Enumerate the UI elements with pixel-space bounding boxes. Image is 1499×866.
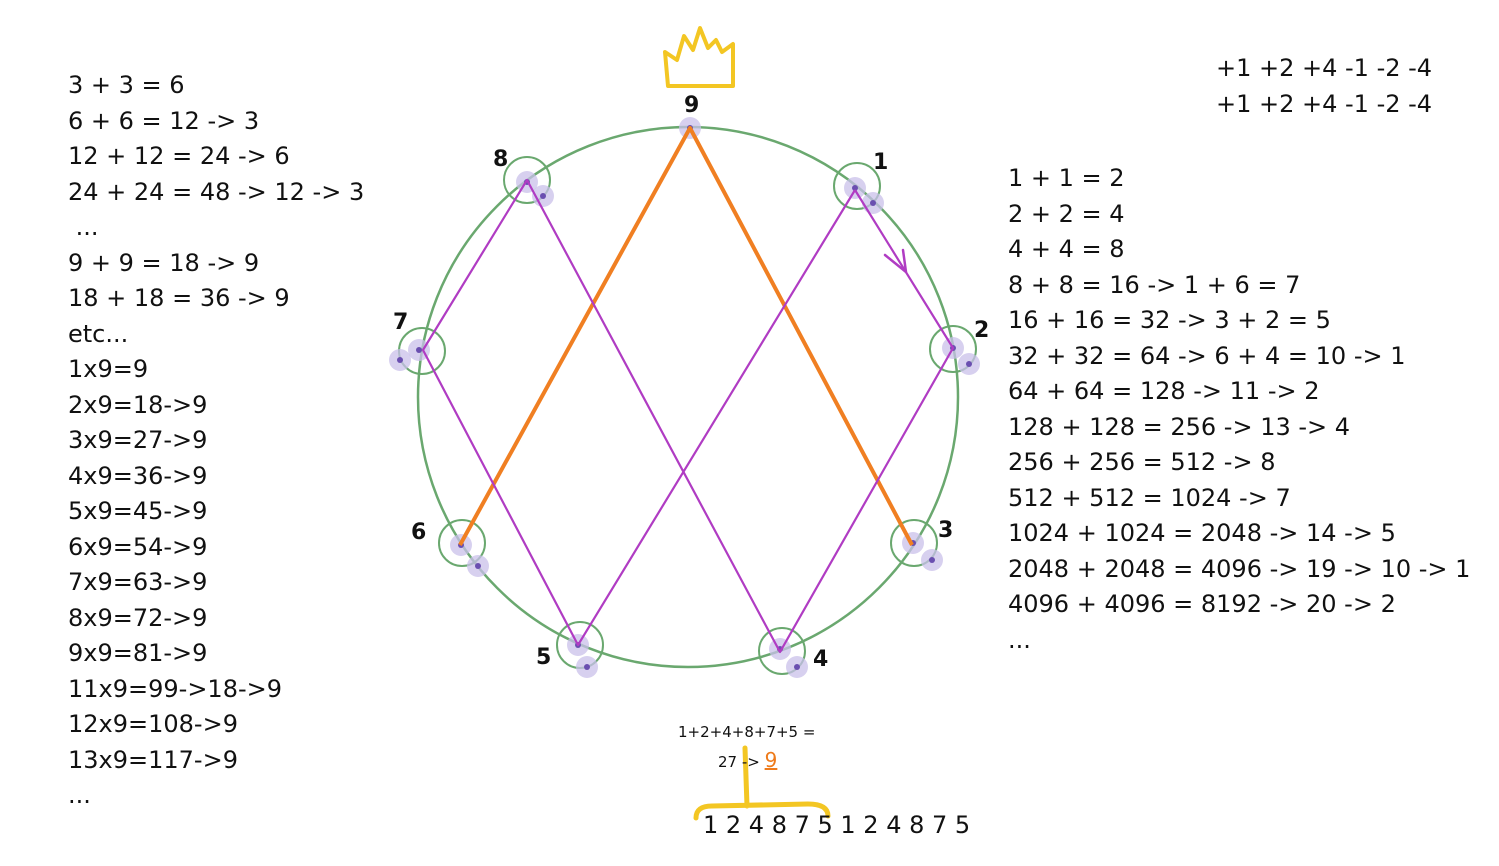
node-ring: [758, 627, 806, 675]
node-label: 3: [938, 518, 953, 543]
node-dot-center: [584, 664, 590, 670]
node-label: 2: [974, 318, 989, 343]
node-dot-center: [794, 664, 800, 670]
left-notes: 3 + 3 = 6 6 + 6 = 12 -> 3 12 + 12 = 24 -> …: [68, 68, 364, 814]
node-ring: [438, 519, 486, 567]
orange-path: [458, 126, 914, 546]
sequence: 1 2 4 8 7 5 1 2 4 8 7 5: [703, 811, 971, 839]
left-note-line: 18 + 18 = 36 -> 9: [68, 284, 290, 312]
arrow-icon: [883, 248, 908, 274]
node-dot-center: [475, 563, 481, 569]
node-dot-center: [416, 347, 422, 353]
right-note-line: 8 + 8 = 16 -> 1 + 6 = 7: [1008, 270, 1301, 299]
sum-line2: 27 -> 9: [718, 748, 777, 772]
left-note-line: 7x9=63->9: [68, 568, 208, 596]
left-note-line: 4x9=36->9: [68, 461, 208, 490]
left-note-line: 6x9=54->9: [68, 532, 208, 561]
right-note-line: 4 + 4 = 8: [1008, 235, 1125, 263]
node-labels: 9 1 2 3 4 5 6 7 8: [393, 93, 989, 672]
left-note-line: 9 + 9 = 18 -> 9: [68, 248, 260, 277]
right-notes: 1 + 1 = 2 2 + 2 = 4 4 + 4 = 8 8 + 8 = 16 ->…: [1008, 161, 1470, 658]
right-note-line: 256 + 256 = 512 -> 8: [1008, 448, 1276, 476]
right-note-line: 512 + 512 = 1024 -> 7: [1008, 483, 1291, 512]
node-ring: [929, 325, 977, 373]
node-dot-center: [397, 357, 403, 363]
left-note-line: 13x9=117->9: [68, 745, 238, 774]
node-dot-center: [852, 185, 858, 191]
node-ring: [503, 156, 551, 204]
left-note-line: ...: [68, 213, 99, 241]
node-label: 6: [411, 520, 426, 545]
right-note-line: 128 + 128 = 256 -> 13 -> 4: [1008, 412, 1351, 441]
node-dots: [389, 117, 980, 678]
right-note-line: 16 + 16 = 32 -> 3 + 2 = 5: [1008, 306, 1331, 334]
right-note-line: 32 + 32 = 64 -> 6 + 4 = 10 -> 1: [1008, 341, 1406, 370]
node-label: 7: [393, 310, 408, 335]
top-right-note-line: +1 +2 +4 -1 -2 -4: [1216, 89, 1433, 118]
left-note-line: 12 + 12 = 24 -> 6: [68, 142, 290, 170]
right-note-line: 64 + 64 = 128 -> 11 -> 2: [1008, 377, 1320, 405]
left-note-line: 12x9=108->9: [68, 710, 238, 738]
left-note-line: 9x9=81->9: [68, 639, 208, 667]
sum-result: 9: [764, 748, 778, 772]
left-note-line: 3x9=27->9: [68, 426, 208, 454]
node-label: 9: [684, 93, 699, 118]
node-rings: [398, 156, 977, 675]
left-note-line: 5x9=45->9: [68, 497, 208, 525]
left-note-line: 1x9=9: [68, 355, 149, 383]
purple-path: [421, 178, 955, 654]
node-dot-center: [870, 200, 876, 206]
crown-icon: [663, 26, 735, 88]
right-note-line: 2048 + 2048 = 4096 -> 19 -> 10 -> 1: [1008, 554, 1471, 583]
node-ring: [833, 162, 881, 210]
left-note-line: etc...: [68, 319, 129, 348]
left-note-line: 3 + 3 = 6: [68, 71, 185, 99]
sum-line1: 1+2+4+8+7+5 =: [678, 723, 816, 741]
node-dot-center: [540, 193, 546, 199]
sum-prefix: 27 ->: [718, 753, 765, 771]
left-note-line: 2x9=18->9: [68, 390, 208, 419]
node-label: 5: [536, 645, 551, 670]
left-note-line: 24 + 24 = 48 -> 12 -> 3: [68, 177, 365, 206]
right-note-line: 2 + 2 = 4: [1008, 199, 1125, 228]
node-label: 8: [493, 147, 508, 172]
sequence-brace: [693, 745, 831, 821]
left-note-line: 6 + 6 = 12 -> 3: [68, 106, 260, 135]
node-label: 1: [873, 150, 888, 175]
node-dot-center: [966, 361, 972, 367]
right-note-line: 1024 + 1024 = 2048 -> 14 -> 5: [1008, 519, 1396, 547]
left-note-line: ...: [68, 781, 91, 809]
right-note-line: 4096 + 4096 = 8192 -> 20 -> 2: [1008, 590, 1396, 618]
right-note-line: ...: [1008, 625, 1031, 654]
node-ring: [890, 519, 938, 567]
top-right-note-line: +1 +2 +4 -1 -2 -4: [1216, 54, 1433, 82]
node-label: 4: [813, 647, 828, 672]
node-dot-center: [929, 557, 935, 563]
right-note-line: 1 + 1 = 2: [1008, 164, 1125, 192]
left-note-line: 11x9=99->18->9: [68, 674, 283, 703]
top-right-notes: +1 +2 +4 -1 -2 -4 +1 +2 +4 -1 -2 -4: [1216, 51, 1432, 122]
left-note-line: 8x9=72->9: [68, 603, 208, 632]
